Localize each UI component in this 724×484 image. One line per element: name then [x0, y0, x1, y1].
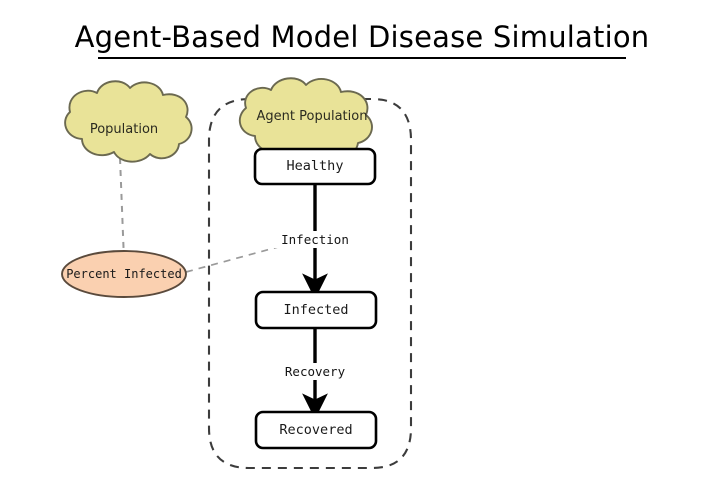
page-title: Agent-Based Model Disease Simulation — [74, 20, 650, 54]
link-population-to-percent-infected — [116, 157, 131, 268]
agent-population-container — [207, 97, 413, 470]
state-box-infected[interactable] — [254, 290, 378, 330]
ellipse-percent-infected[interactable] — [61, 250, 187, 298]
state-box-healthy[interactable] — [253, 147, 377, 186]
cloud-population[interactable] — [64, 80, 193, 163]
link-percent-infected-to-infection — [185, 240, 301, 273]
title-underline — [98, 57, 626, 59]
state-box-recovered[interactable] — [254, 410, 378, 450]
